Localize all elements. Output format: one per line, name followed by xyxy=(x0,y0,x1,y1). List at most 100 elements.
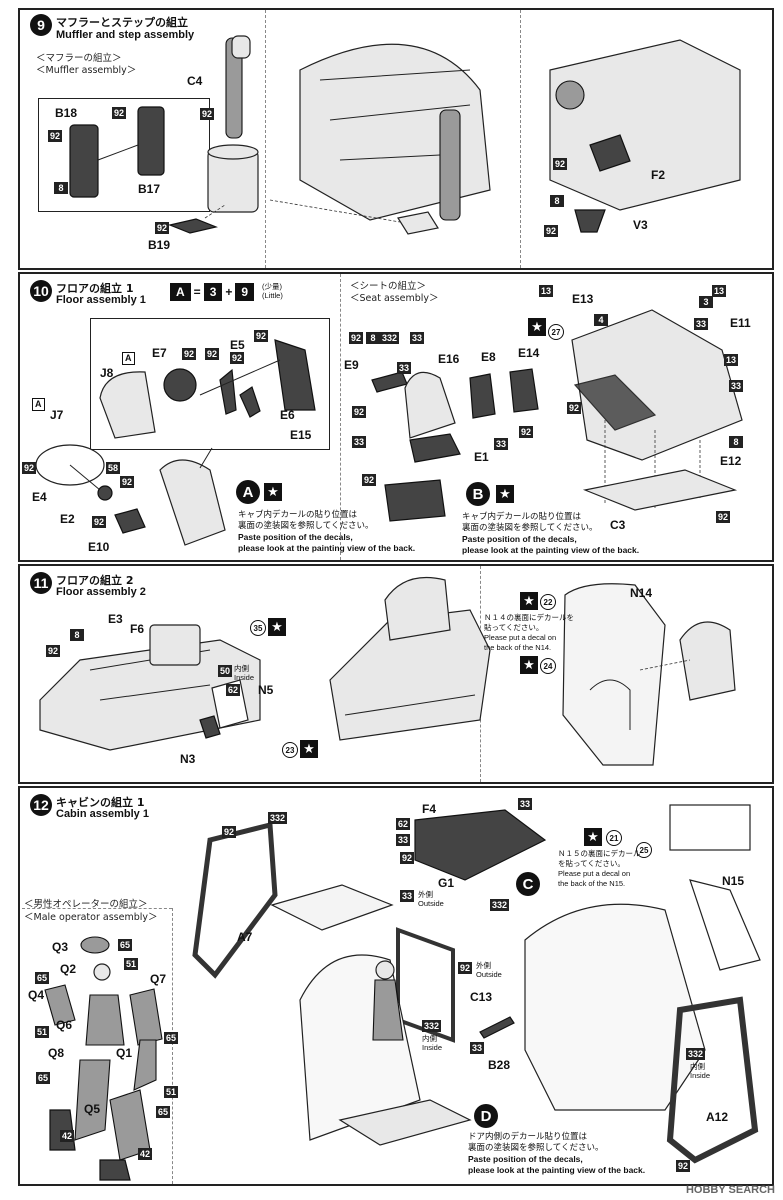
paint-50: 50 xyxy=(218,665,233,677)
paint-92-c4: 92 xyxy=(200,108,215,120)
paint-8-b18: 8 xyxy=(54,182,68,194)
formula-note-en: (Little) xyxy=(262,291,283,300)
paint-92-e5b: 92 xyxy=(230,352,245,364)
note-b-en-1: Paste position of the decals, xyxy=(462,534,577,544)
decal-23: 23 xyxy=(282,742,298,758)
decal-22: 22 xyxy=(540,594,556,610)
note-n15-jp-1: Ｎ１５の裏面にデカール xyxy=(558,849,641,858)
note-a-jp-1: キャブ内デカールの貼り位置は xyxy=(238,510,358,520)
part-A7: A7 xyxy=(237,930,253,944)
paint-33-g1: 33 xyxy=(400,890,415,902)
note-a-jp-2: 裏面の塗装図を参照してください。 xyxy=(238,521,374,531)
part-J7: J7 xyxy=(50,408,64,422)
part-E11: E11 xyxy=(730,316,751,330)
decal-35: 35 xyxy=(250,620,266,636)
formula-eq: = xyxy=(193,285,201,299)
paint-4: 4 xyxy=(594,314,608,326)
part-N5: N5 xyxy=(258,683,274,697)
paint-33-seat: 33 xyxy=(410,332,425,344)
step-10-title-en: Floor assembly 1 xyxy=(56,294,146,306)
decal-star-35: ★ xyxy=(268,618,286,636)
outside-label-g1-en: Outside xyxy=(418,899,444,908)
paint-A-j7: A xyxy=(32,398,45,411)
paint-92-e3: 92 xyxy=(46,645,61,657)
step-11-number: 11 xyxy=(30,572,52,594)
part-Q2: Q2 xyxy=(60,962,77,976)
paint-92-seat: 92 xyxy=(349,332,364,344)
paint-92-b19: 92 xyxy=(155,222,170,234)
part-G1: G1 xyxy=(438,876,455,890)
decal-21: 21 xyxy=(606,830,622,846)
paint-92-e15: 92 xyxy=(254,330,269,342)
paint-92-a7: 92 xyxy=(222,826,237,838)
paint-92-v3: 92 xyxy=(544,225,559,237)
part-E6: E6 xyxy=(280,408,295,422)
paint-13-e13: 13 xyxy=(539,285,554,297)
part-B28: B28 xyxy=(488,1058,511,1072)
paint-65-q5: 65 xyxy=(156,1106,171,1118)
paint-51-q4: 51 xyxy=(35,1026,50,1038)
part-N3: N3 xyxy=(180,752,196,766)
paint-42-a: 42 xyxy=(60,1130,75,1142)
paint-92-e2: 92 xyxy=(120,476,135,488)
paint-92-e1: 92 xyxy=(362,474,377,486)
paint-92-c13: 92 xyxy=(458,962,473,974)
step-9-number: 9 xyxy=(30,14,52,36)
inside-label-c13-en: Inside xyxy=(422,1043,443,1052)
part-E2: E2 xyxy=(60,512,75,526)
paint-92-b18: 92 xyxy=(112,107,127,119)
step-12-number: 12 xyxy=(30,794,52,816)
operator-sub-jp: ＜男性オペレーターの組立＞ xyxy=(24,899,148,910)
paint-92-f4: 92 xyxy=(400,852,415,864)
operator-divider-right xyxy=(172,908,173,1184)
part-E4: E4 xyxy=(32,490,47,504)
note-n15-en-2: the back of the N15. xyxy=(558,879,626,888)
inside-label-50-jp: 内側 xyxy=(234,664,249,673)
paint-92-e5: 92 xyxy=(205,348,220,360)
muffler-sub-jp: ＜マフラーの組立＞ xyxy=(36,53,122,64)
part-C4: C4 xyxy=(187,74,203,88)
paint-332-c13: 332 xyxy=(422,1020,442,1032)
muffler-drawing xyxy=(69,35,741,235)
note-n14-jp-2: 貼ってください。 xyxy=(484,623,544,632)
part-C13: C13 xyxy=(470,990,493,1004)
note-d-en-2: please look at the painting view of the … xyxy=(468,1165,646,1175)
note-b-jp-2: 裏面の塗装図を参照してください。 xyxy=(462,523,598,533)
formula-a: A xyxy=(170,283,191,301)
paint-92-c3: 92 xyxy=(716,511,731,523)
paint-332-a7: 332 xyxy=(268,812,288,824)
note-n15-en-1: Please put a decal on xyxy=(558,869,631,878)
paint-92-e4: 92 xyxy=(22,462,37,474)
part-E14: E14 xyxy=(518,346,540,360)
paint-8-v3: 8 xyxy=(550,195,564,207)
operator-divider-top xyxy=(22,908,172,909)
part-E8: E8 xyxy=(481,350,496,364)
paint-33-b28: 33 xyxy=(470,1042,485,1054)
note-b-en-2: please look at the painting view of the … xyxy=(462,545,640,555)
note-n14-jp-1: Ｎ１４の裏面にデカールを xyxy=(484,613,574,622)
paint-332-f4: 332 xyxy=(490,899,510,911)
part-A12: A12 xyxy=(706,1110,729,1124)
part-F6: F6 xyxy=(130,622,145,636)
part-Q7: Q7 xyxy=(150,972,167,986)
part-N15: N15 xyxy=(722,874,745,888)
paint-33-e11: 33 xyxy=(694,318,709,330)
paint-33-e9: 33 xyxy=(397,362,412,374)
part-Q4: Q4 xyxy=(28,988,45,1002)
paint-A-j8: A xyxy=(122,352,135,365)
paint-8-e12: 8 xyxy=(729,436,743,448)
seat-sub-jp: ＜シートの組立＞ xyxy=(350,281,427,292)
part-J8: J8 xyxy=(100,366,114,380)
paint-33-f4b: 33 xyxy=(518,798,533,810)
step-10-number: 10 xyxy=(30,280,52,302)
part-F4: F4 xyxy=(422,802,437,816)
note-a-en-2: please look at the painting view of the … xyxy=(238,543,416,553)
callout-D: D xyxy=(474,1104,498,1128)
paint-62-f4: 62 xyxy=(396,818,411,830)
paint-332-seat: 332 xyxy=(380,332,400,344)
part-B17: B17 xyxy=(138,182,161,196)
part-E10: E10 xyxy=(88,540,110,554)
paint-62: 62 xyxy=(226,684,241,696)
part-C3: C3 xyxy=(610,518,626,532)
